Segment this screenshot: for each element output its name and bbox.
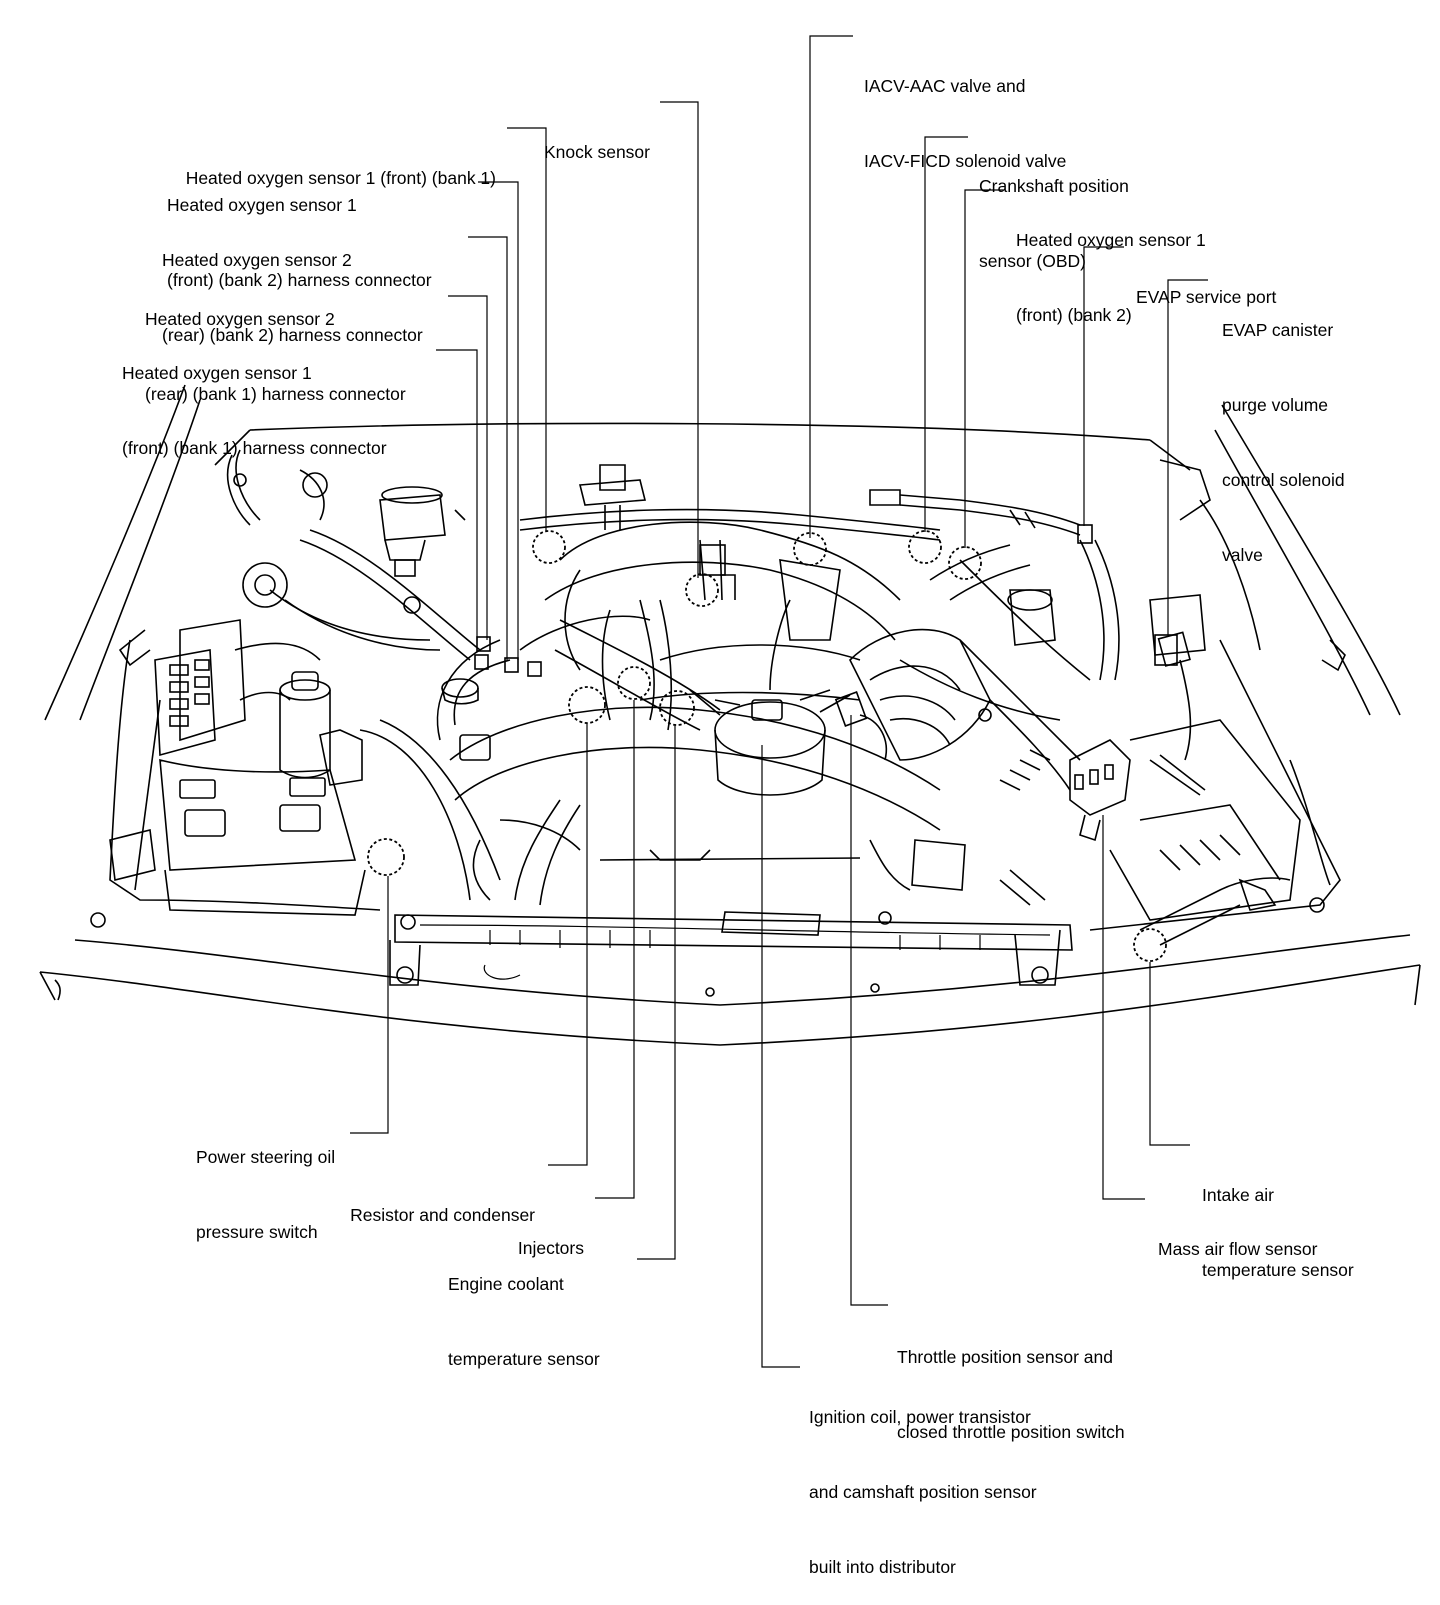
label-ignition-coil-distributor: Ignition coil, power transistor and cams… [809, 1407, 1037, 1577]
leader-lines [350, 35, 1208, 1368]
label-power-steering-switch: Power steering oil pressure switch [196, 1147, 336, 1242]
label-evap-service-port: EVAP service port [1136, 287, 1277, 307]
label-intake-air-temp-sensor: Intake air temperature sensor [1202, 1185, 1354, 1280]
body-outline [39, 384, 1421, 1046]
engine-compartment-diagram: IACV-AAC valve and IACV-FICD solenoid va… [39, 35, 1421, 1577]
label-knock-sensor: Knock sensor [543, 142, 650, 162]
label-engine-coolant-sensor: Engine coolant temperature sensor [448, 1274, 600, 1369]
label-ho2s1-bank1-connector: Heated oxygen sensor 1 (front) (bank 1) … [122, 363, 387, 458]
label-throttle-position-sensor: Throttle position sensor and closed thro… [897, 1347, 1125, 1442]
label-ho2s2-bank2-connector: Heated oxygen sensor 2 (rear) (bank 2) h… [162, 250, 423, 345]
label-ho2s2-bank1-connector: Heated oxygen sensor 2 (rear) (bank 1) h… [145, 309, 406, 404]
label-resistor-condenser: Resistor and condenser [350, 1205, 535, 1225]
sensor-connectors [441, 631, 1191, 761]
label-ho2s1-bank1: Heated oxygen sensor 1 (front) (bank 1) [185, 168, 496, 188]
label-injectors: Injectors [517, 1238, 584, 1258]
label-ho2s1-bank2-connector: Heated oxygen sensor 1 (front) (bank 2) … [167, 195, 432, 290]
label-mass-air-flow-sensor: Mass air flow sensor [1158, 1239, 1318, 1259]
engine-center [436, 464, 941, 906]
sensor-location-markers [367, 530, 1167, 962]
reservoirs [226, 449, 501, 901]
engine-drawing [39, 35, 1421, 1368]
intake-system [849, 459, 1301, 946]
label-crankshaft-sensor: Crankshaft position sensor (OBD) [979, 176, 1129, 271]
label-evap-purge-valve: EVAP canister purge volume control solen… [1222, 320, 1345, 565]
label-iacv: IACV-AAC valve and IACV-FICD solenoid va… [864, 76, 1067, 171]
label-ho2s1-bank2: Heated oxygen sensor 1 (front) (bank 2) [1016, 230, 1206, 325]
